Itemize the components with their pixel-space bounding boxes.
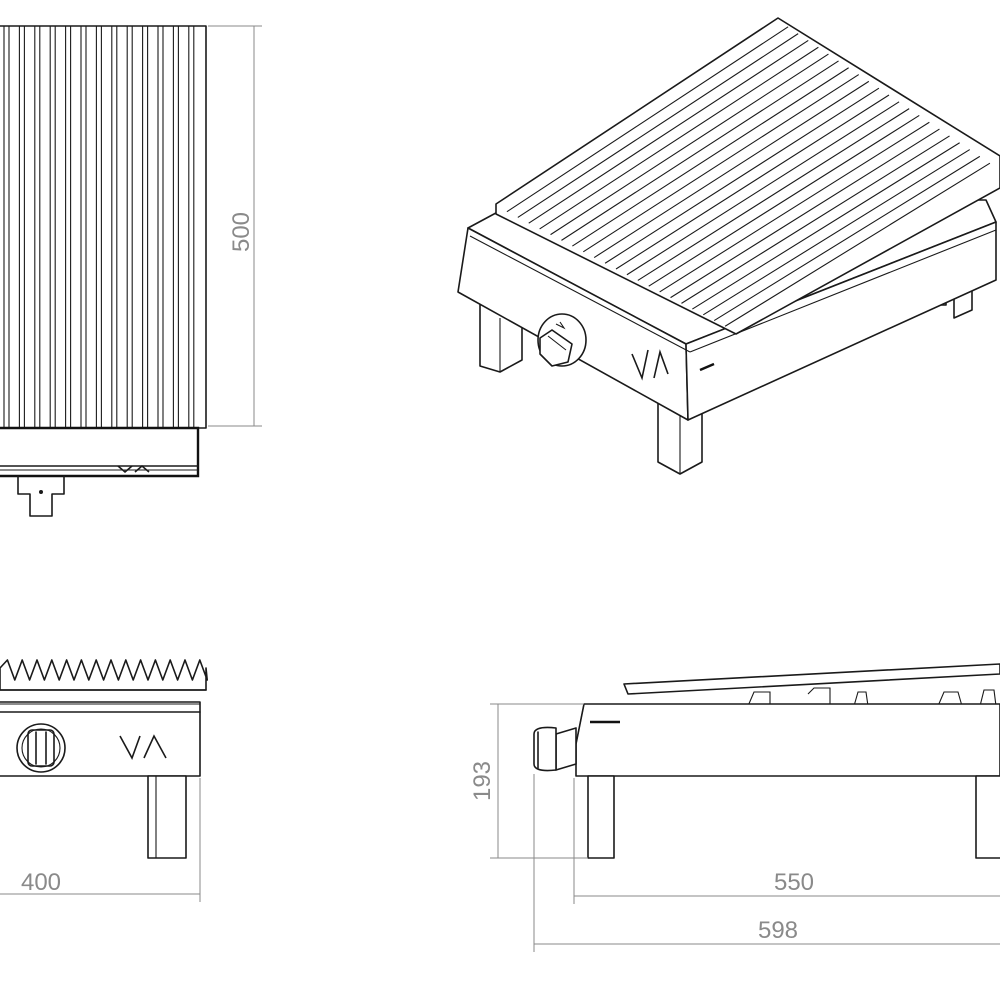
side-view: 193 550 598 [469,663,1000,952]
iso-ridge-line [550,53,829,236]
front-view-logo [119,734,167,760]
top-view-grate [0,25,207,429]
iso-ridge-line [692,142,960,310]
iso-ridge-line [648,114,920,287]
iso-ridge-line [593,80,870,259]
iso-ridge-line [670,128,940,299]
dimension-depth-label: 500 [228,212,255,252]
iso-ridge-line [539,46,819,230]
iso-body-right-face [685,221,997,421]
top-view: 500 [0,25,262,517]
iso-ridge-line [626,101,900,276]
front-view-knob [16,723,66,773]
iso-ridge-line [724,162,991,327]
iso-ridge-line [681,135,950,304]
iso-ridge-line [528,39,809,224]
side-view-leg-back [975,775,1000,859]
iso-ridge-line [517,33,799,218]
dimension-height-label: 193 [469,761,496,801]
top-view-grate-ridges [3,26,195,428]
side-view-leg-front [587,775,615,859]
iso-knob [537,313,587,367]
dimension-depth: 500 [208,25,262,427]
dimension-overall-depth: 598 [533,774,1000,952]
iso-ridge-line [615,94,890,270]
iso-ridge-line [506,26,789,213]
side-view-knob [533,726,577,772]
iso-ridge-line [713,155,981,322]
dimension-width: 400 [0,778,201,902]
iso-ridge-line [659,121,930,293]
iso-logo [631,349,715,381]
dimension-leg-span-label: 550 [774,869,814,896]
top-view-logo [117,464,150,474]
iso-grate-ridges [506,26,991,327]
side-view-grate-plate [623,663,1000,695]
iso-ridge-line [604,87,880,264]
front-view-leg-right [147,775,187,859]
iso-ridge-line [572,67,849,247]
top-view-knob [17,465,65,517]
dimension-leg-span: 550 [573,778,1000,904]
dimension-width-label: 400 [21,869,61,896]
top-view-body [0,426,200,478]
front-view-grate-teeth [0,659,208,691]
isometric-view [457,17,1000,475]
iso-grate [495,17,1000,335]
iso-ridge-line [582,74,860,253]
side-view-body [575,703,1000,777]
iso-ridge-line [702,149,971,316]
dimension-height: 193 [469,703,588,859]
iso-ridge-line [561,60,839,241]
iso-ridge-line [637,108,910,281]
front-view: 400 [0,659,208,902]
front-view-body [0,701,201,777]
dimension-overall-depth-label: 598 [758,917,798,944]
